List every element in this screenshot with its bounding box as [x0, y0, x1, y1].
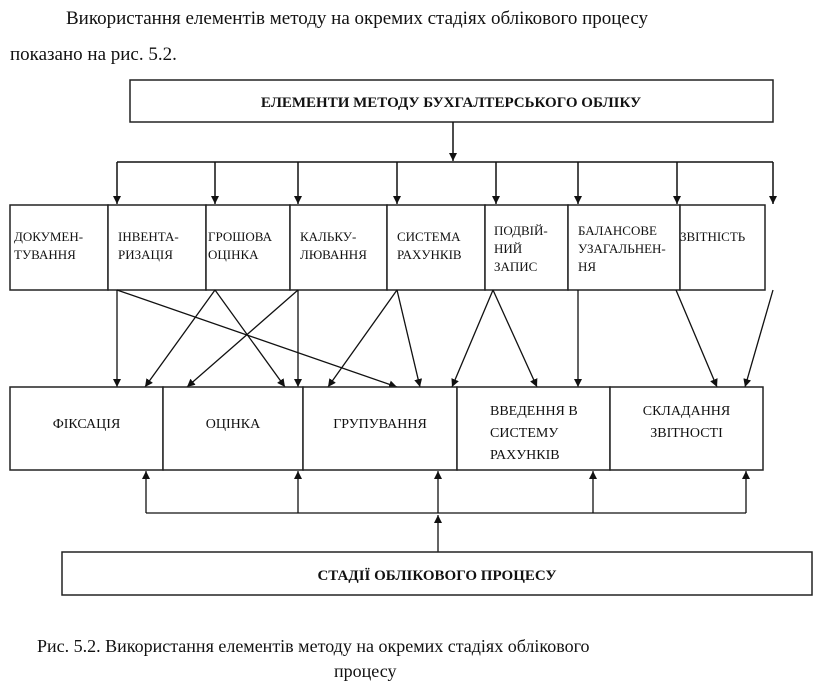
element-box-double-entry: ПОДВІЙ- НИЙ ЗАПИС — [484, 204, 569, 291]
top-box-label: ЕЛЕМЕНТИ МЕТОДУ БУХГАЛТЕРСЬКОГО ОБЛІКУ — [261, 95, 641, 111]
element-label-line: УЗАГАЛЬНЕН- — [578, 241, 666, 256]
element-box-inventory: ІНВЕНТА- РИЗАЦІЯ — [107, 204, 207, 291]
element-label-line: ЛЮВАННЯ — [300, 247, 367, 262]
link-inventory-to-fixation — [144, 289, 216, 388]
element-box-documentation: ДОКУМЕН- ТУВАННЯ — [9, 204, 109, 291]
link-inventory-to-assessment — [214, 289, 286, 388]
bottom-box: СТАДІЇ ОБЛІКОВОГО ПРОЦЕСУ — [61, 551, 813, 596]
element-label-line: КАЛЬКУ- — [300, 229, 356, 244]
element-label-line: ГРОШОВА — [208, 229, 273, 244]
element-box-reporting: ЗВІТНІСТЬ — [679, 204, 766, 291]
element-label-line: ТУВАННЯ — [14, 247, 76, 262]
top-box: ЕЛЕМЕНТИ МЕТОДУ БУХГАЛТЕРСЬКОГО ОБЛІКУ — [129, 79, 774, 123]
stage-box-entry: ВВЕДЕННЯ В СИСТЕМУ РАХУНКІВ — [456, 386, 611, 471]
stage-box-report-prep: СКЛАДАННЯ ЗВІТНОСТІ — [609, 386, 764, 471]
stage-box-assessment: ОЦІНКА — [162, 386, 304, 471]
element-box-costing: КАЛЬКУ- ЛЮВАННЯ — [289, 204, 388, 291]
intro-paragraph-line-2: показано на рис. 5.2. — [10, 44, 177, 65]
bottom-box-label: СТАДІЇ ОБЛІКОВОГО ПРОЦЕСУ — [317, 568, 556, 584]
link-reporting-to-report-prep — [743, 289, 774, 388]
stage-label-line: СИСТЕМУ — [490, 426, 558, 441]
stage-label-line: СКЛАДАННЯ — [643, 404, 731, 419]
link-valuation-to-assessment — [186, 289, 299, 388]
element-label-line: БАЛАНСОВЕ — [578, 223, 657, 238]
element-label-line: ЗАПИС — [494, 259, 537, 274]
element-label-line: СИСТЕМА — [397, 229, 461, 244]
stage-label-line: РАХУНКІВ — [490, 448, 560, 463]
element-label-line: НИЙ — [494, 241, 522, 256]
stage-box-fixation: ФІКСАЦІЯ — [9, 386, 164, 471]
link-balance-to-report-prep — [675, 289, 718, 388]
element-stage-links — [113, 289, 774, 389]
link-costing-to-grouping — [327, 289, 398, 388]
element-label-line: ПОДВІЙ- — [494, 223, 548, 238]
stage-label-line: ВВЕДЕННЯ В — [490, 404, 578, 419]
bottom-connector — [142, 471, 750, 552]
top-connector — [113, 122, 777, 204]
stages-row: ФІКСАЦІЯ ОЦІНКА ГРУПУВАННЯ ВВЕДЕННЯ В СИСТЕМ… — [9, 386, 764, 471]
stage-label-line: ЗВІТНОСТІ — [650, 426, 723, 441]
stage-label-line: ОЦІНКА — [206, 417, 261, 432]
intro-paragraph-line-1: Використання елементів методу на окремих… — [66, 8, 649, 29]
link-accounts-to-grouping — [451, 289, 494, 388]
stage-box-grouping: ГРУПУВАННЯ — [302, 386, 458, 471]
stage-label-line: ФІКСАЦІЯ — [53, 417, 121, 432]
figure-caption-line-1: Рис. 5.2. Використання елементів методу … — [37, 636, 590, 656]
element-label-line: ЗВІТНІСТЬ — [680, 229, 746, 244]
element-label-line: ОЦІНКА — [208, 247, 259, 262]
element-box-valuation: ГРОШОВА ОЦІНКА — [205, 204, 291, 291]
link-documentation-to-grouping — [116, 289, 398, 389]
element-label-line: ДОКУМЕН- — [14, 229, 83, 244]
element-label-line: РАХУНКІВ — [397, 247, 462, 262]
elements-row: ДОКУМЕН- ТУВАННЯ ІНВЕНТА- РИЗАЦІЯ ГРОШОВА ОЦІ… — [9, 204, 766, 291]
figure-caption-line-2: процесу — [334, 661, 397, 681]
link-costing-to-grouping — [396, 289, 423, 388]
element-box-balance: БАЛАНСОВЕ УЗАГАЛЬНЕН- НЯ — [567, 204, 681, 291]
link-accounts-to-entry — [492, 289, 538, 388]
element-label-line: РИЗАЦІЯ — [118, 247, 173, 262]
element-label-line: ІНВЕНТА- — [118, 229, 179, 244]
element-box-accounts: СИСТЕМА РАХУНКІВ — [386, 204, 486, 291]
stage-label-line: ГРУПУВАННЯ — [333, 417, 427, 432]
element-label-line: НЯ — [578, 259, 596, 274]
